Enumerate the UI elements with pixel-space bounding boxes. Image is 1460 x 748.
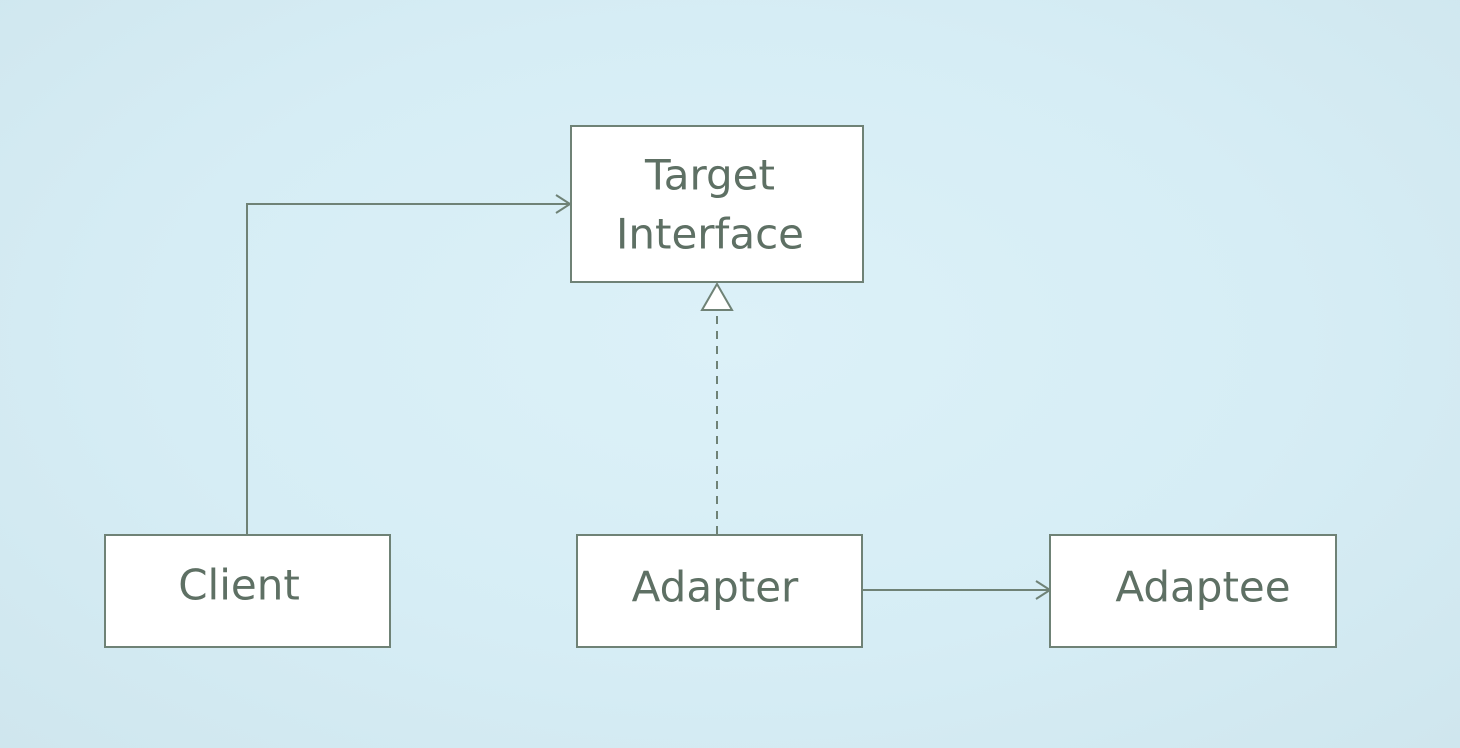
- client-node: Client: [104, 534, 391, 648]
- adapter-label: Adapter: [632, 563, 799, 612]
- adapter-to-adaptee-association: [862, 580, 1052, 600]
- adaptee-label: Adaptee: [1115, 563, 1290, 612]
- adaptee-node: Adaptee: [1049, 534, 1337, 648]
- adapter-box: [576, 534, 863, 648]
- realization-triangle-head: [700, 281, 734, 311]
- target-interface-node: Target Interface: [570, 125, 864, 283]
- client-box: [104, 534, 391, 648]
- client-to-target-line: [246, 203, 568, 534]
- adapter-node: Adapter: [576, 534, 863, 648]
- adaptee-box: [1049, 534, 1337, 648]
- client-to-target-association: [246, 194, 572, 534]
- target-interface-label-line1: Target: [644, 151, 775, 200]
- client-label: Client: [178, 561, 300, 610]
- target-interface-label-line2: Interface: [616, 210, 804, 259]
- target-interface-box: [570, 125, 864, 283]
- adapter-to-target-realization: [700, 281, 734, 534]
